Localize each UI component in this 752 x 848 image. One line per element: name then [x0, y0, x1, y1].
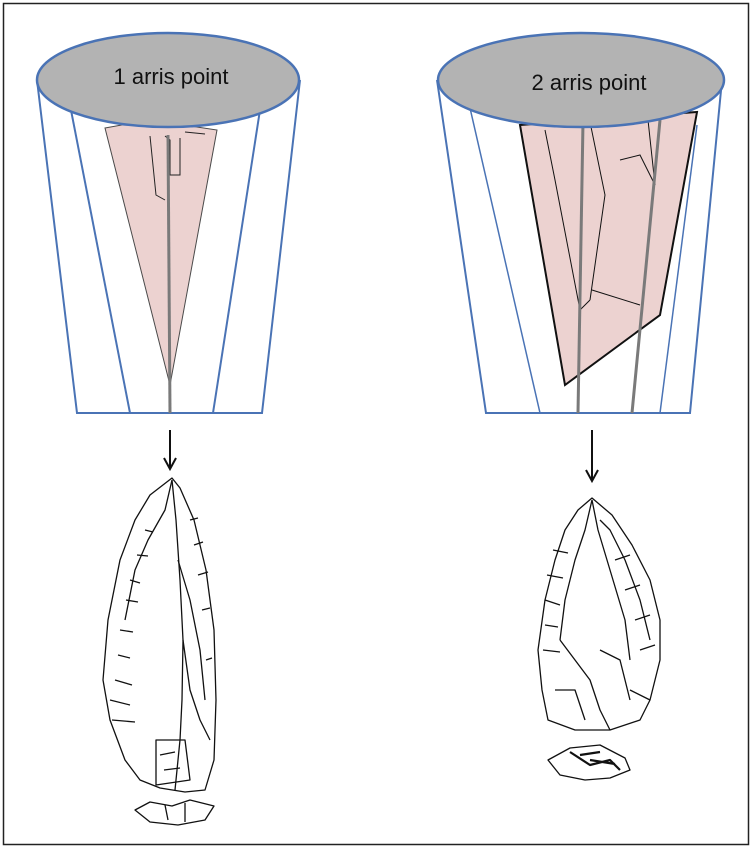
left-arrow: [164, 430, 176, 469]
right-core: 2 arris point: [437, 33, 724, 413]
right-label: 2 arris point: [532, 70, 647, 95]
left-core: 1 arris point: [37, 33, 300, 413]
left-arris-ridge: [168, 135, 170, 413]
right-point-drawing: [538, 498, 660, 780]
left-platform-fragment: [135, 800, 214, 825]
left-point-outline: [103, 478, 216, 792]
right-arrow: [586, 430, 598, 481]
right-platform-fragment: [548, 745, 630, 780]
left-label: 1 arris point: [114, 64, 229, 89]
left-point-drawing: [103, 478, 216, 825]
